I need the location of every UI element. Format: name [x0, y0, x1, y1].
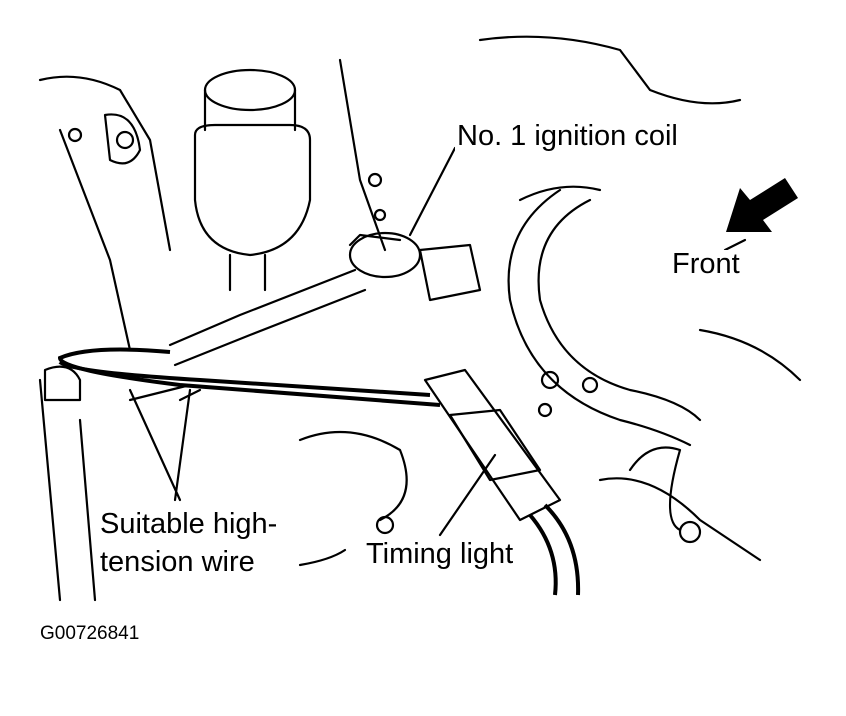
figure-code: G00726841 [40, 623, 140, 644]
label-wire-line2: tension wire [98, 546, 257, 578]
label-timing-light: Timing light [364, 538, 516, 570]
ignition-coil [348, 146, 482, 302]
engine-outlines [38, 35, 802, 602]
reservoir-tank [193, 68, 312, 292]
label-wire-line1: Suitable high- [98, 508, 280, 540]
label-front: Front [670, 248, 742, 280]
label-ignition-coil: No. 1 ignition coil [455, 120, 680, 152]
radiator-hose [507, 188, 702, 447]
front-arrow-icon [723, 178, 798, 252]
timing-light [298, 368, 581, 596]
high-tension-wire [57, 268, 441, 502]
